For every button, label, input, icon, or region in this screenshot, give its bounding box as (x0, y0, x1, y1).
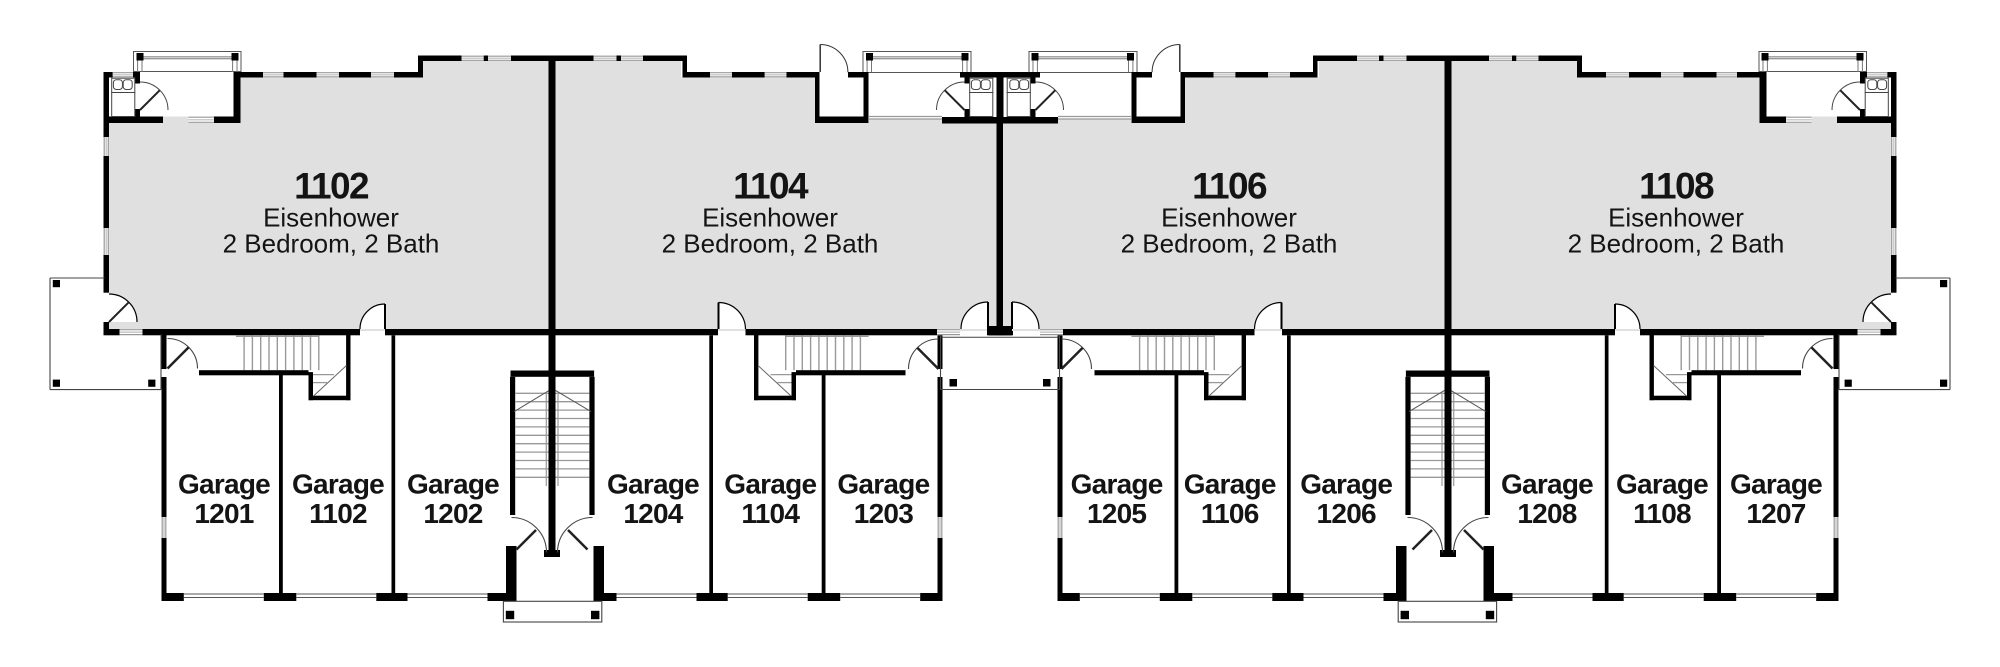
svg-text:1102: 1102 (294, 166, 369, 207)
svg-text:1201: 1201 (194, 498, 253, 529)
svg-text:Eisenhower: Eisenhower (702, 203, 838, 233)
svg-text:1207: 1207 (1746, 498, 1805, 529)
svg-text:Garage: Garage (1071, 469, 1163, 500)
svg-text:Eisenhower: Eisenhower (1161, 203, 1297, 233)
svg-text:1106: 1106 (1201, 498, 1259, 529)
svg-text:1208: 1208 (1517, 498, 1576, 529)
svg-text:Garage: Garage (837, 469, 929, 500)
svg-text:2 Bedroom, 2 Bath: 2 Bedroom, 2 Bath (1568, 229, 1785, 259)
svg-text:Garage: Garage (1730, 469, 1822, 500)
svg-text:1206: 1206 (1317, 498, 1376, 529)
svg-text:1108: 1108 (1639, 166, 1714, 207)
svg-text:Garage: Garage (1300, 469, 1392, 500)
svg-text:Garage: Garage (292, 469, 384, 500)
svg-text:Eisenhower: Eisenhower (1608, 203, 1744, 233)
svg-text:1106: 1106 (1192, 166, 1267, 207)
svg-text:Eisenhower: Eisenhower (263, 203, 399, 233)
svg-text:1204: 1204 (623, 498, 683, 529)
svg-text:1104: 1104 (741, 498, 800, 529)
svg-text:Garage: Garage (607, 469, 699, 500)
svg-text:1205: 1205 (1087, 498, 1146, 529)
svg-text:Garage: Garage (1616, 469, 1708, 500)
svg-text:Garage: Garage (407, 469, 499, 500)
svg-text:1202: 1202 (423, 498, 482, 529)
svg-text:1102: 1102 (309, 498, 367, 529)
svg-text:Garage: Garage (1184, 469, 1276, 500)
svg-text:Garage: Garage (178, 469, 270, 500)
svg-text:Garage: Garage (724, 469, 816, 500)
svg-text:2 Bedroom, 2 Bath: 2 Bedroom, 2 Bath (223, 229, 440, 259)
svg-text:1104: 1104 (733, 166, 809, 207)
svg-text:Garage: Garage (1501, 469, 1593, 500)
svg-text:1108: 1108 (1633, 498, 1691, 529)
svg-text:2 Bedroom, 2 Bath: 2 Bedroom, 2 Bath (662, 229, 879, 259)
svg-text:1203: 1203 (854, 498, 913, 529)
svg-text:2 Bedroom, 2 Bath: 2 Bedroom, 2 Bath (1121, 229, 1338, 259)
